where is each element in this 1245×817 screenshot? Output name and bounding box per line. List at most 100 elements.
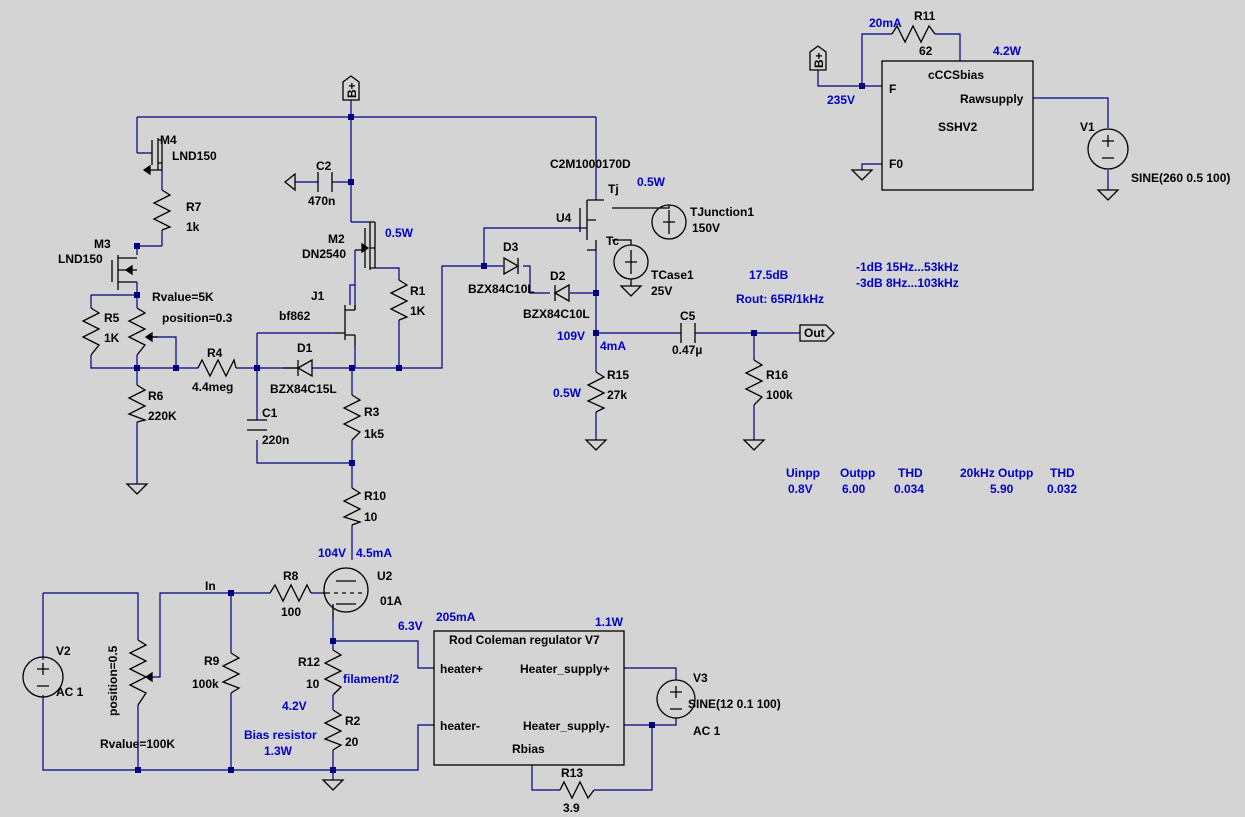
resistor-r6: R6 220K [127, 384, 177, 423]
svg-text:1K: 1K [410, 304, 426, 318]
svg-text:Out: Out [804, 326, 825, 340]
capacitor-c1: C1 220n [247, 406, 289, 447]
resistor-r3: R3 1k5 [342, 394, 384, 441]
resistor-r11: R11 62 20mA [869, 9, 936, 58]
svg-text:5.90: 5.90 [990, 482, 1014, 496]
svg-text:R1: R1 [410, 284, 426, 298]
svg-text:R5: R5 [104, 311, 120, 325]
svg-text:R13: R13 [561, 766, 583, 780]
svg-text:U2: U2 [377, 569, 393, 583]
svg-text:27k: 27k [607, 388, 627, 402]
resistor-r13: R13 3.9 [559, 766, 595, 815]
out-flag: Out [799, 324, 835, 342]
svg-text:4.4meg: 4.4meg [192, 380, 233, 394]
diode-d1: D1 BZX84C15L [270, 341, 337, 396]
svg-text:position=0.3: position=0.3 [162, 311, 233, 325]
svg-text:4mA: 4mA [600, 339, 626, 353]
potentiometer-2: position=0.5 Rvalue=100K [100, 639, 175, 751]
svg-text:220n: 220n [262, 433, 289, 447]
svg-text:235V: 235V [827, 93, 855, 107]
svg-text:205mA: 205mA [436, 610, 476, 624]
svg-text:M3: M3 [94, 237, 111, 251]
svg-text:6.00: 6.00 [842, 482, 866, 496]
svg-text:1k: 1k [186, 220, 200, 234]
svg-text:position=0.5: position=0.5 [106, 645, 120, 716]
in-label: In [205, 579, 216, 593]
resistor-r2: R2 20 [323, 709, 361, 751]
svg-text:Heater_supply-: Heater_supply- [523, 719, 610, 733]
svg-text:C5: C5 [680, 309, 696, 323]
mosfet-m4: M4 LND150 [142, 133, 217, 176]
svg-text:BZX84C10L: BZX84C10L [523, 307, 590, 321]
annotations: 235V 109V 4mA 104V 4.5mA 6.3V 205mA 4.2V… [244, 93, 959, 758]
svg-text:BZX84C15L: BZX84C15L [270, 382, 337, 396]
svg-text:D3: D3 [503, 240, 519, 254]
svg-text:1.1W: 1.1W [595, 615, 624, 629]
svg-text:M2: M2 [328, 232, 345, 246]
svg-text:104V: 104V [318, 546, 346, 560]
svg-text:AC 1: AC 1 [693, 724, 721, 738]
svg-text:R12: R12 [298, 655, 320, 669]
svg-text:10: 10 [364, 510, 378, 524]
svg-text:20mA: 20mA [869, 16, 902, 30]
capacitor-c5: C5 0.47µ [672, 309, 702, 357]
resistor-r16: R16 100k [744, 359, 793, 406]
mosfet-m3: M3 LND150 [58, 237, 137, 290]
svg-text:Tc: Tc [606, 234, 619, 248]
svg-text:Bias resistor: Bias resistor [244, 728, 317, 742]
svg-text:100: 100 [281, 605, 301, 619]
svg-text:V3: V3 [693, 671, 708, 685]
svg-text:100k: 100k [766, 388, 793, 402]
svg-text:6.3V: 6.3V [398, 619, 423, 633]
svg-text:THD: THD [1050, 466, 1075, 480]
svg-text:R11: R11 [914, 9, 936, 23]
svg-text:filament/2: filament/2 [343, 672, 399, 686]
source-tcase: TCase1 25V [612, 239, 694, 298]
source-v3: V3 SINE(12 0.1 100) AC 1 [656, 671, 781, 738]
svg-text:Rbias: Rbias [512, 742, 545, 756]
diode-d3: D3 BZX84C10L [468, 240, 535, 296]
svg-text:V1: V1 [1080, 120, 1095, 134]
wires [42, 33, 1109, 791]
svg-text:0.8V: 0.8V [788, 482, 813, 496]
ccs-block: cCCSbias Rawsupply SSHV2 F F0 4.2W [881, 44, 1034, 191]
svg-text:220K: 220K [148, 409, 177, 423]
svg-text:62: 62 [919, 44, 933, 58]
svg-text:10: 10 [306, 677, 320, 691]
svg-text:Uinpp: Uinpp [786, 466, 820, 480]
svg-text:470n: 470n [308, 194, 335, 208]
source-v1: V1 SINE(260 0.5 100) [1080, 120, 1230, 201]
svg-text:R9: R9 [204, 654, 220, 668]
svg-text:TJunction1: TJunction1 [690, 205, 754, 219]
svg-text:01A: 01A [380, 594, 402, 608]
sic-mosfet-u4: C2M1000170D Tj 0.5W U4 Tc [550, 157, 666, 251]
svg-text:Rvalue=100K: Rvalue=100K [100, 737, 175, 751]
svg-text:M4: M4 [160, 133, 177, 147]
svg-text:1k5: 1k5 [364, 427, 384, 441]
svg-text:1K: 1K [104, 331, 120, 345]
svg-text:D2: D2 [550, 269, 566, 283]
svg-text:0.47µ: 0.47µ [672, 343, 702, 357]
resistor-r7: R7 1k [152, 189, 202, 234]
svg-text:4.2V: 4.2V [282, 699, 307, 713]
svg-text:THD: THD [898, 466, 923, 480]
svg-text:17.5dB: 17.5dB [749, 268, 789, 282]
junctions [134, 83, 865, 773]
svg-text:R8: R8 [283, 569, 299, 583]
svg-text:0.032: 0.032 [1047, 482, 1077, 496]
svg-text:R10: R10 [364, 489, 386, 503]
svg-text:B+: B+ [345, 82, 359, 98]
svg-text:V2: V2 [56, 644, 71, 658]
regulator-block: Rod Coleman regulator V7 heater+ Heater_… [433, 615, 625, 766]
resistor-r10: R10 10 [342, 487, 386, 526]
svg-text:F0: F0 [889, 157, 903, 171]
svg-text:C2: C2 [316, 159, 332, 173]
svg-text:C1: C1 [262, 406, 278, 420]
svg-text:BZX84C10L: BZX84C10L [468, 282, 535, 296]
svg-text:DN2540: DN2540 [302, 247, 346, 261]
triode-u2: U2 01A [322, 567, 402, 618]
mosfet-m2: M2 DN2540 0.5W [302, 221, 414, 270]
svg-text:SINE(260 0.5 100): SINE(260 0.5 100) [1131, 171, 1230, 185]
ground-symbol [585, 439, 607, 451]
svg-text:heater+: heater+ [440, 662, 483, 676]
